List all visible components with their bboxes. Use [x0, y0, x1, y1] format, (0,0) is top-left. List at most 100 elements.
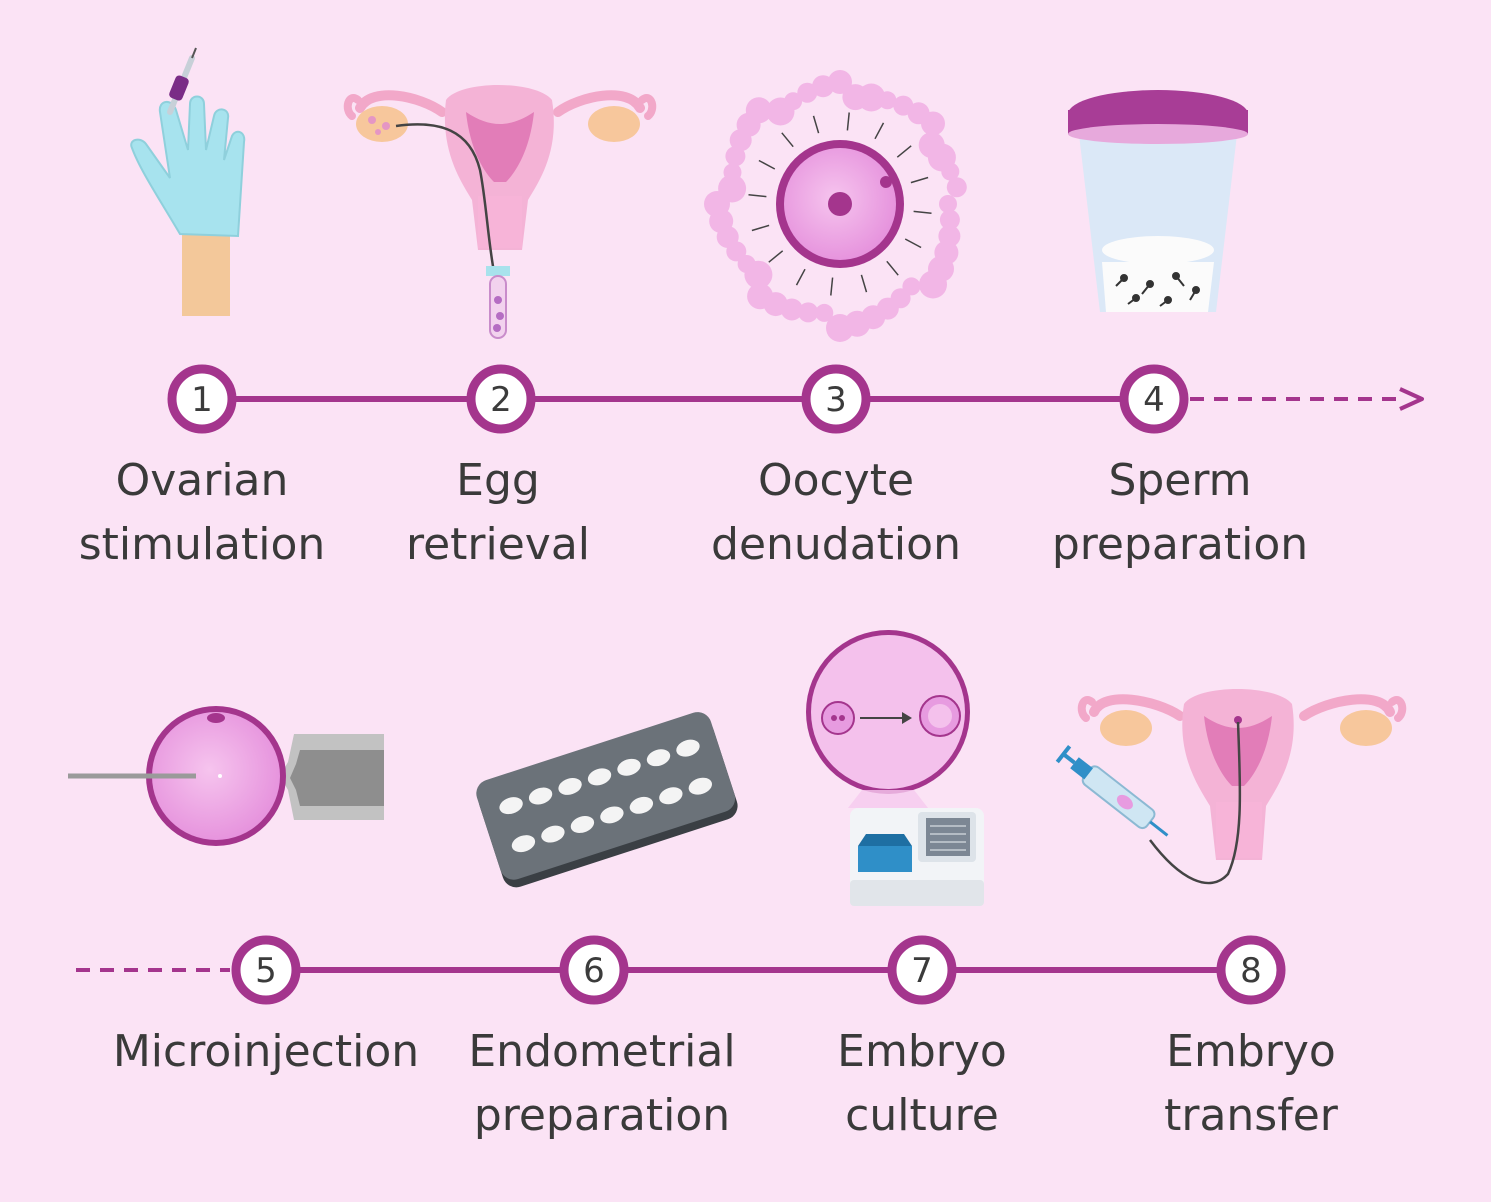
uterus-transfer-icon: [1055, 689, 1407, 885]
step-number: 6: [583, 951, 605, 991]
cumulus-cell: [784, 92, 803, 111]
step-label-7-line-2: culture: [845, 1090, 999, 1141]
pill: [541, 825, 565, 843]
pill: [587, 768, 612, 786]
step-node-circle: [887, 935, 957, 1005]
cumulus-spoke: [910, 176, 929, 184]
step-node-circle: [1119, 364, 1189, 434]
cumulus-spoke: [886, 260, 899, 276]
step-label-8-line-1: Embryo: [1166, 1026, 1336, 1077]
cumulus-cell: [946, 177, 967, 198]
step-node-circle: [167, 364, 237, 434]
step-number: 5: [255, 951, 277, 991]
pill: [676, 739, 700, 757]
cumulus-spoke: [860, 274, 868, 293]
step-node-circle: [231, 935, 301, 1005]
step-number: 7: [911, 951, 933, 991]
pill: [511, 835, 536, 853]
cumulus-cell: [718, 174, 747, 203]
cumulus-cell: [725, 146, 746, 167]
step-label-2-line-2: retrieval: [406, 519, 590, 570]
step-label-3-line-2: denudation: [711, 519, 961, 570]
step-node-8: 8: [1216, 935, 1286, 1005]
cumulus-spoke: [904, 238, 922, 249]
step-label-4-line-2: preparation: [1052, 519, 1308, 570]
step-node-5: 5: [231, 935, 301, 1005]
pill: [558, 777, 582, 795]
sperm-cup-icon: [1068, 90, 1248, 312]
cumulus-cell: [798, 302, 819, 323]
cumulus-spoke: [874, 122, 885, 140]
cumulus-cell: [815, 303, 834, 322]
cumulus-spoke: [812, 115, 820, 134]
pill: [659, 787, 683, 805]
step-number: 3: [825, 380, 847, 420]
pill: [688, 777, 713, 795]
step-node-circle: [1216, 935, 1286, 1005]
cumulus-cell: [921, 111, 945, 136]
timeline-top: [202, 387, 1424, 411]
pill: [617, 758, 641, 776]
cumulus-spoke: [913, 210, 932, 214]
cumulus-spoke: [846, 112, 850, 131]
pill: [499, 797, 523, 815]
cumulus-cell: [828, 70, 852, 94]
step-node-6: 6: [559, 935, 629, 1005]
cumulus-cell: [919, 270, 947, 299]
cumulus-cell: [723, 163, 742, 182]
step-label-1-line-1: Ovarian: [116, 455, 289, 506]
oocyte-cumulus-icon: [704, 70, 967, 342]
step-label-8-line-2: transfer: [1164, 1090, 1339, 1141]
pill: [646, 749, 671, 767]
pill: [600, 806, 624, 824]
step-number: 8: [1240, 951, 1262, 991]
step-label-6-line-1: Endometrial: [468, 1026, 735, 1077]
cumulus-spoke: [758, 159, 776, 170]
cumulus-cell: [878, 91, 897, 110]
pill: [570, 816, 595, 833]
step-node-7: 7: [887, 935, 957, 1005]
step-number: 4: [1143, 380, 1165, 420]
step-nodes: 1 2 3 4 5 6 7 8: [167, 364, 1286, 1005]
cumulus-cell: [745, 97, 772, 124]
step-node-2: 2: [466, 364, 536, 434]
step-node-4: 4: [1119, 364, 1189, 434]
cumulus-spoke: [830, 277, 834, 296]
step-label-6-line-2: preparation: [474, 1090, 730, 1141]
embryo-incubator-icon: [806, 630, 984, 906]
uterus-aspiration-icon: [343, 85, 657, 339]
cumulus-cell: [941, 162, 960, 181]
step-label-3-line-1: Oocyte: [758, 455, 914, 506]
step-label-7-line-1: Embryo: [837, 1026, 1007, 1077]
cumulus-spoke: [781, 132, 794, 148]
step-node-circle: [559, 935, 629, 1005]
cumulus-cell: [939, 209, 960, 230]
step-number: 2: [490, 380, 512, 420]
step-node-circle: [466, 364, 536, 434]
step-label-4-line-1: Sperm: [1108, 455, 1251, 506]
gloved-hand-syringe-icon: [130, 47, 246, 316]
step-label-2-line-1: Egg: [456, 455, 540, 506]
pill: [528, 787, 553, 805]
step-label-1-line-2: stimulation: [79, 519, 326, 570]
step-label-5-line-1: Microinjection: [113, 1026, 419, 1077]
cumulus-spoke: [748, 194, 767, 198]
step-node-1: 1: [167, 364, 237, 434]
cumulus-spoke: [795, 268, 806, 286]
step-labels: Ovarian stimulation Egg retrieval Oocyte denu…: [79, 455, 1339, 1141]
microinjection-icon: [68, 706, 384, 846]
cumulus-spoke: [768, 250, 784, 263]
cumulus-cell: [857, 83, 886, 112]
cumulus-spoke: [896, 145, 912, 158]
step-number: 1: [191, 380, 213, 420]
cumulus-spoke: [751, 224, 770, 232]
cumulus-cell: [939, 195, 957, 213]
cumulus-cell: [826, 314, 854, 342]
cumulus-cell: [747, 283, 774, 310]
step-node-3: 3: [801, 364, 871, 434]
step-node-circle: [801, 364, 871, 434]
pill: [629, 796, 654, 814]
pill-blister-icon: [476, 712, 738, 888]
